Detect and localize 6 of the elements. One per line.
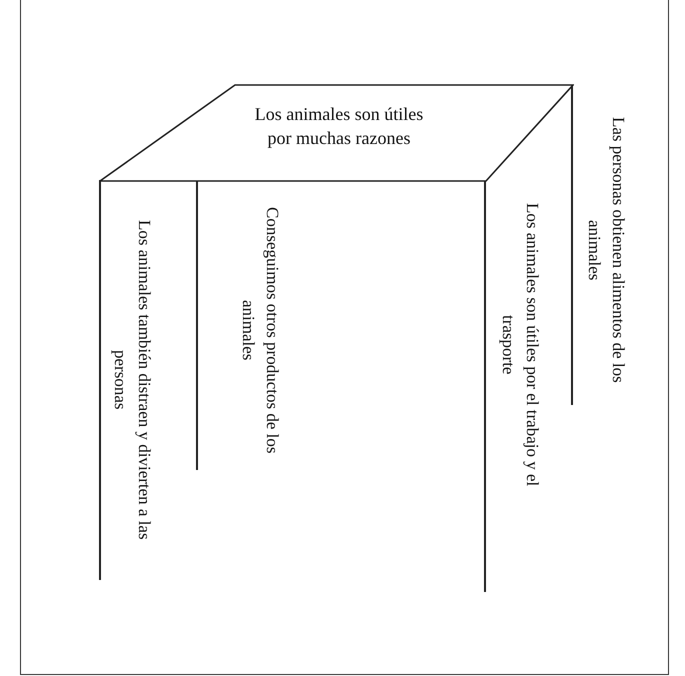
leg-text: Los animales son útiles por el trabajo y el trasporte xyxy=(498,202,543,489)
title-text: Los animales son útiles por muchas razones xyxy=(254,103,424,150)
leg-text: Las personas obtienen alimentos de los animales xyxy=(584,116,629,385)
table-top xyxy=(99,84,574,182)
leg-text: Conseguimos otros productos de los animales xyxy=(238,206,283,456)
leg-text: Los animales también distraen y divierten a las personas xyxy=(110,219,155,542)
